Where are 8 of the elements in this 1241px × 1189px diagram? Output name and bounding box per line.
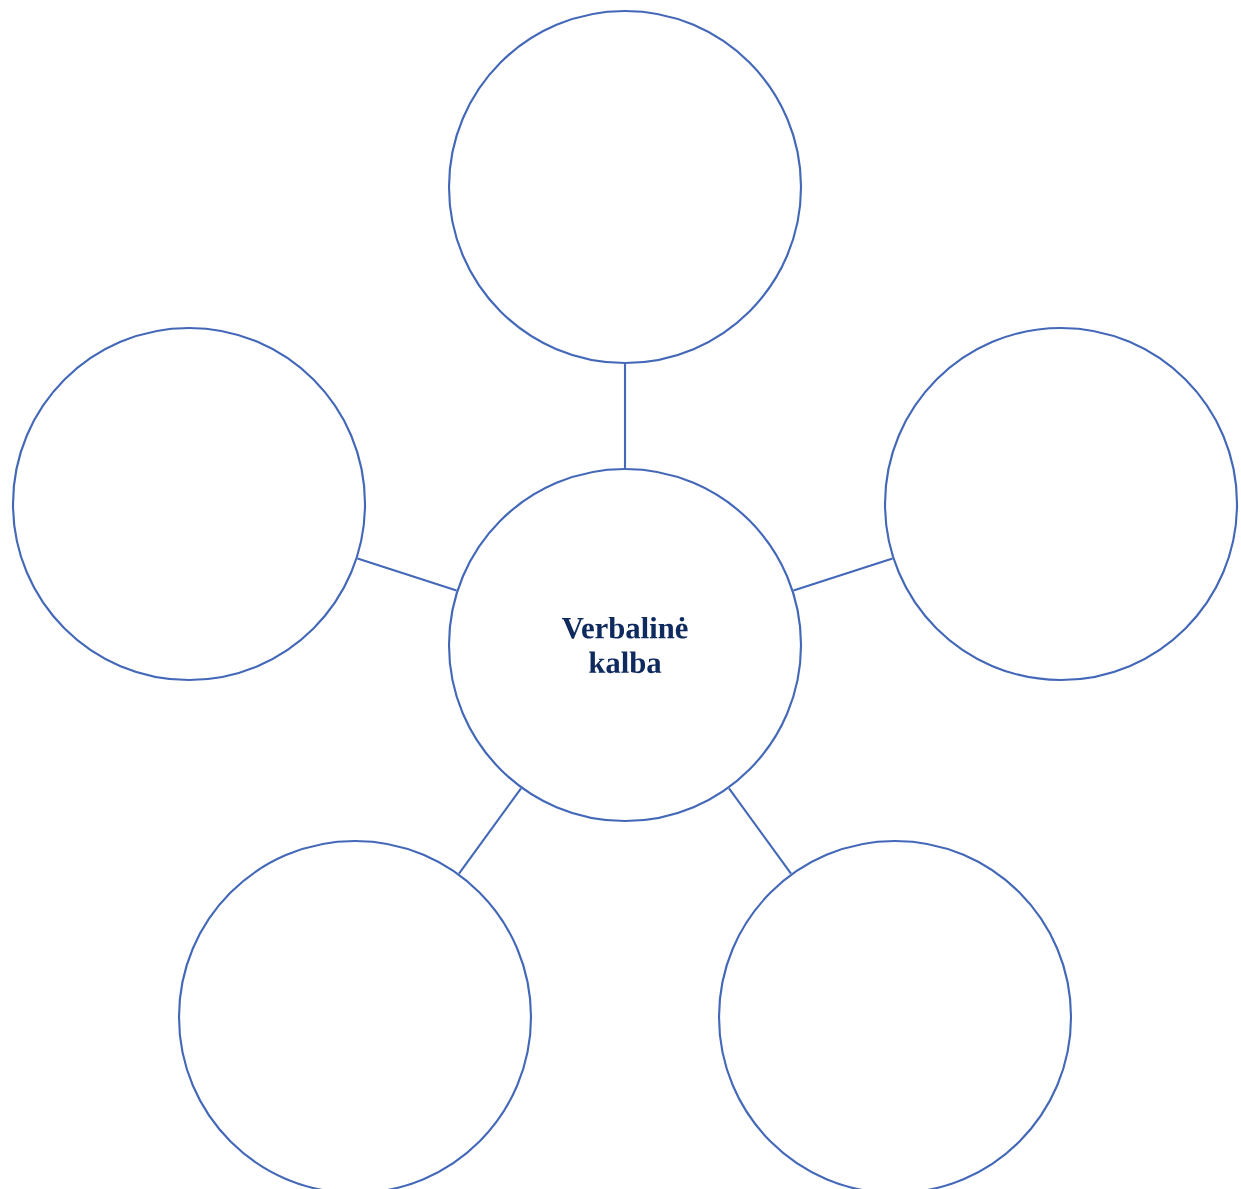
connector-line [357,557,457,592]
connector-line [623,364,627,468]
connector-line [793,557,893,592]
empty-circle [447,9,803,365]
connector-line [458,787,522,875]
empty-circle [883,326,1239,682]
empty-circle [11,326,367,682]
connector-line [728,787,792,875]
